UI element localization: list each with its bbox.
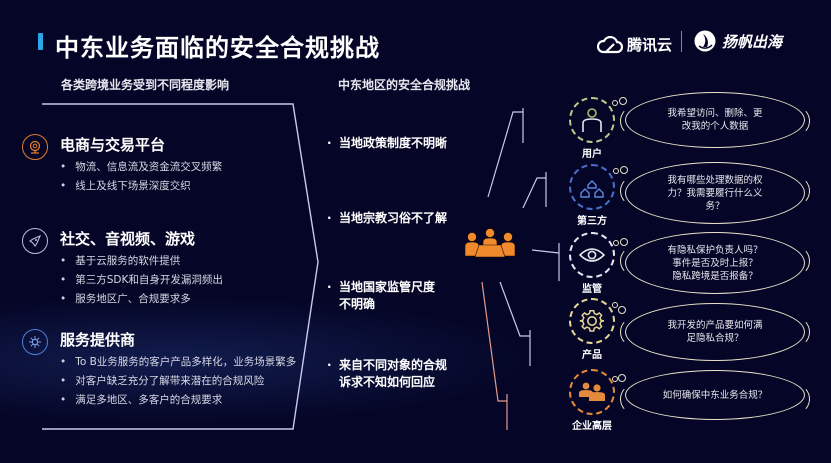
thought-bubble-third-party: 我有哪些处理数据的权力？我需要履行什么义务？ — [620, 162, 810, 224]
actor-label: 企业高层 — [572, 421, 612, 432]
thought-bubble-user: 我希望访问、删除、更改我的个人数据 — [620, 92, 810, 148]
actor-third-party: 第三方 — [569, 164, 615, 227]
thought-bubble-product: 我开发的产品要如何满足隐私合规？ — [620, 303, 810, 361]
logo-divider — [681, 31, 682, 52]
cloud-icon — [597, 35, 623, 53]
actor-label: 用户 — [582, 149, 602, 160]
challenge-item: ·当地宗教习俗不了解 — [327, 211, 448, 225]
left-section-heading: 各类跨境业务受到不同程度影响 — [61, 78, 230, 92]
actor-executives: 企业高层 — [569, 369, 615, 432]
rocket-icon — [22, 228, 48, 254]
category-item: To B业务服务的客户产品多样化，业务场景繁多 — [60, 353, 296, 372]
eye-icon — [569, 232, 615, 278]
actor-product: 产品 — [569, 298, 615, 361]
thought-bubble-executives: 如何确保中东业务合规？ — [620, 370, 810, 420]
category-item: 第三方SDK和自身开发漏洞频出 — [60, 271, 223, 290]
category-item: 线上及线下场景深度交织 — [60, 177, 222, 196]
middle-section-heading: 中东地区的安全合规挑战 — [338, 78, 471, 92]
challenge-item: ·当地政策制度不明晰 — [327, 136, 448, 150]
category-items: 基于云服务的软件提供 第三方SDK和自身开发漏洞频出 服务地区广、合规要求多 — [60, 252, 223, 309]
webcam-icon — [22, 134, 48, 160]
tencent-cloud-text: 腾讯云 — [627, 36, 673, 54]
actor-user: 用户 — [569, 97, 615, 160]
title-accent-bar — [38, 33, 43, 50]
category-item: 基于云服务的软件提供 — [60, 252, 223, 271]
category-item: 服务地区广、合规要求多 — [60, 290, 223, 309]
user-icon — [569, 97, 615, 143]
houses-icon — [569, 164, 615, 210]
category-items: 物流、信息流及资金流交叉频繁 线上及线下场景深度交织 — [60, 158, 222, 196]
thought-bubble-regulator: 有隐私保护负责人吗？事件是否及时上报？隐私跨境是否报备？ — [620, 232, 810, 294]
category-item: 满足多地区、多客户的合规要求 — [60, 391, 296, 410]
category-item: 对客户缺乏充分了解带来潜在的合规风险 — [60, 372, 296, 391]
gear-icon — [569, 298, 615, 344]
challenge-item: ·来自不同对象的合规 诉求不知如何回应 — [327, 358, 448, 389]
actor-label: 第三方 — [577, 216, 607, 227]
page-title: 中东业务面临的安全合规挑战 — [55, 34, 380, 62]
category-title: 社交、音视频、游戏 — [60, 230, 196, 248]
yangfan-text: 扬帆出海 — [722, 32, 783, 51]
actor-regulator: 监管 — [569, 232, 615, 295]
category-title: 服务提供商 — [60, 331, 136, 349]
category-items: To B业务服务的客户产品多样化，业务场景繁多 对客户缺乏充分了解带来潜在的合规… — [60, 353, 296, 410]
actor-label: 产品 — [582, 350, 602, 361]
executives-icon — [569, 369, 615, 415]
category-item: 物流、信息流及资金流交叉频繁 — [60, 158, 222, 177]
meeting-icon — [464, 228, 516, 258]
category-title: 电商与交易平台 — [60, 136, 166, 154]
network-icon — [22, 329, 48, 355]
challenge-item: ·当地国家监管尺度 不明确 — [327, 280, 436, 311]
sail-icon — [694, 30, 716, 52]
yangfan-logo: 扬帆出海 — [694, 30, 782, 52]
tencent-cloud-logo: 腾讯云 — [597, 34, 672, 55]
actor-label: 监管 — [582, 284, 602, 295]
